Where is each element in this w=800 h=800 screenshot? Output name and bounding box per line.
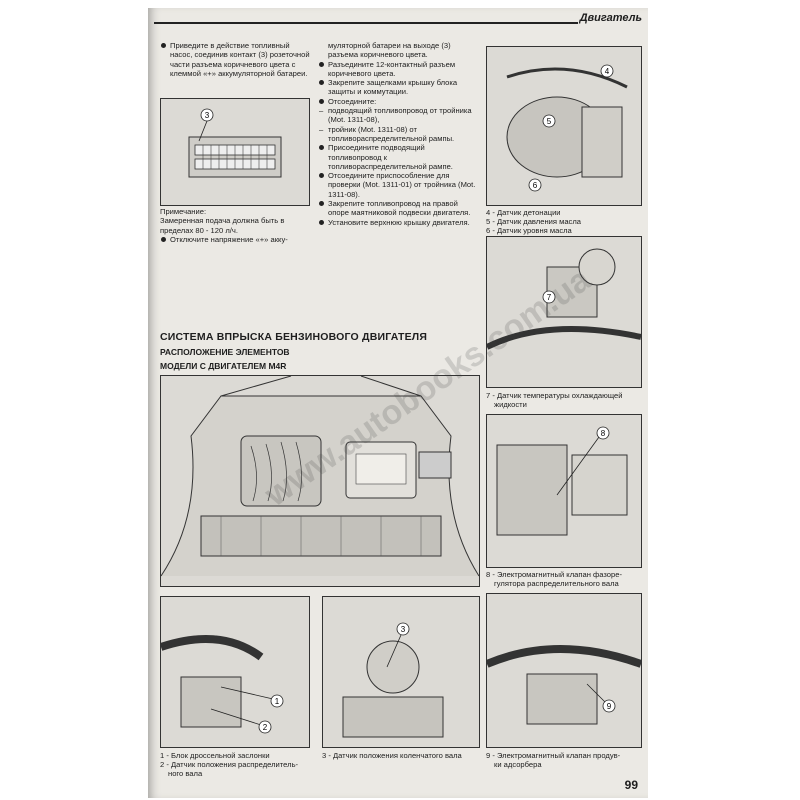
caption-line: жидкости — [494, 400, 527, 409]
section-subheading: РАСПОЛОЖЕНИЕ ЭЛЕМЕНТОВ — [160, 347, 290, 357]
col1-bullet-2: Отключите напряжение «+» акку- — [160, 235, 310, 244]
caption-line: ки адсорбера — [494, 760, 542, 769]
engine-bay-drawing — [161, 376, 479, 577]
purge-valve-drawing: 9 — [487, 645, 641, 725]
coolant-sensor-drawing: 7 — [487, 248, 641, 350]
phaser-valve-drawing: 8 — [496, 426, 628, 536]
col2-list: Разъедините 12-контактный разъем коричне… — [318, 60, 476, 227]
purge-valve-figure: 9 — [486, 593, 642, 748]
fig-callout-1: 1 — [275, 697, 280, 706]
col2-text: мулятoрной батареи на выходе (3) разъема… — [318, 41, 476, 227]
caption-line: 2 - Датчик положения распределитель- — [160, 760, 299, 769]
fig-callout-7: 7 — [547, 293, 552, 302]
col2-list-item: Закрепите топливопровод на правой опоре … — [318, 199, 476, 218]
page-header: Двигатель — [148, 8, 648, 28]
models-heading: МОДЕЛИ С ДВИГАТЕЛЕМ M4R — [160, 361, 287, 371]
note-label: Примечание: — [160, 207, 207, 216]
caption-line: 3 - Датчик положения коленчатого вала — [322, 751, 462, 760]
caption-line: ного вала — [168, 769, 203, 778]
fig-callout-2: 2 — [263, 723, 268, 732]
note-text: Замеренная подача должна быть в пределах… — [160, 216, 285, 235]
header-rule — [154, 22, 578, 24]
caption-throttle: 1 - Блок дроссельной заслонки 2 - Датчик… — [160, 751, 320, 778]
col1-text-bottom: Примечание: Замеренная подача должна быт… — [160, 207, 310, 244]
col2-list-item: Присоедините подводящий топливопровод к … — [318, 143, 476, 171]
page-number: 99 — [624, 778, 638, 792]
caption-line: гулятора распределительного вала — [494, 579, 619, 588]
caption-phaser-valve: 8 - Электромагнитный клапан фазоре- гуля… — [486, 570, 646, 588]
caption-line: 8 - Электромагнитный клапан фазоре- — [486, 570, 622, 579]
caption-coolant-sensor: 7 - Датчик температуры охлаждающей жидко… — [486, 391, 646, 409]
section-title: Двигатель — [579, 12, 642, 24]
engine-bay-figure — [160, 375, 480, 587]
caption-line: 9 - Электромагнитный клапан продув- — [486, 751, 621, 760]
col2-list-item: Отсоедините приспособление для проверки … — [318, 171, 476, 199]
sensors-4-5-6-drawing: 4 5 6 — [506, 64, 628, 192]
book-page: Двигатель Приведите в действие топливный… — [148, 8, 648, 798]
fig-callout-5: 5 — [547, 117, 552, 126]
sensors-4-5-6-figure: 4 5 6 — [486, 46, 642, 206]
col2-list-item: подводящий топливопровод от тройника (Mo… — [318, 106, 476, 125]
connector-figure: 3 — [160, 98, 310, 206]
connector-drawing: 3 — [188, 108, 282, 178]
col1-text-top: Приведите в действие топливный насос, со… — [160, 41, 310, 78]
caption-line: 1 - Блок дроссельной заслонки — [160, 751, 270, 760]
col2-list-item: Закрепите защелками крышку блока защиты … — [318, 78, 476, 97]
col2-list-item: тройник (Mot. 1311-08) от топливораспред… — [318, 125, 476, 144]
col2-list-item: Разъедините 12-контактный разъем коричне… — [318, 60, 476, 79]
col2-list-item: Установите верхнюю крышку двигателя. — [318, 218, 476, 227]
fig-callout-8: 8 — [601, 429, 606, 438]
col1-bullet-1: Приведите в действие топливный насос, со… — [160, 41, 310, 78]
caption-line: 5 - Датчик давления масла — [486, 217, 581, 226]
fig-callout-4: 4 — [605, 67, 610, 76]
caption-purge-valve: 9 - Электромагнитный клапан продув- ки а… — [486, 751, 646, 769]
col2-list-item: Отсоедините: — [318, 97, 476, 106]
throttle-drawing: 1 2 — [161, 635, 284, 734]
col2-continuation: мулятoрной батареи на выходе (3) разъема… — [328, 41, 451, 60]
caption-crank-sensor: 3 - Датчик положения коленчатого вала — [322, 751, 492, 760]
caption-line: 4 - Датчик детонации — [486, 208, 561, 217]
section-heading: СИСТЕМА ВПРЫСКА БЕНЗИНОВОГО ДВИГАТЕЛЯ — [160, 331, 428, 343]
fig-callout-6: 6 — [533, 181, 538, 190]
crank-sensor-figure: 3 — [322, 596, 480, 748]
fig-callout-3: 3 — [401, 625, 406, 634]
throttle-figure: 1 2 — [160, 596, 310, 748]
caption-line: 6 - Датчик уровня масла — [486, 226, 572, 235]
coolant-sensor-figure: 7 — [486, 236, 642, 388]
connector-callout: 3 — [205, 111, 210, 120]
fig-callout-9: 9 — [607, 702, 612, 711]
phaser-valve-figure: 8 — [486, 414, 642, 568]
caption-sensors-4-5-6: 4 - Датчик детонации 5 - Датчик давления… — [486, 208, 646, 235]
caption-line: 7 - Датчик температуры охлаждающей — [486, 391, 623, 400]
crank-sensor-drawing: 3 — [342, 622, 444, 738]
